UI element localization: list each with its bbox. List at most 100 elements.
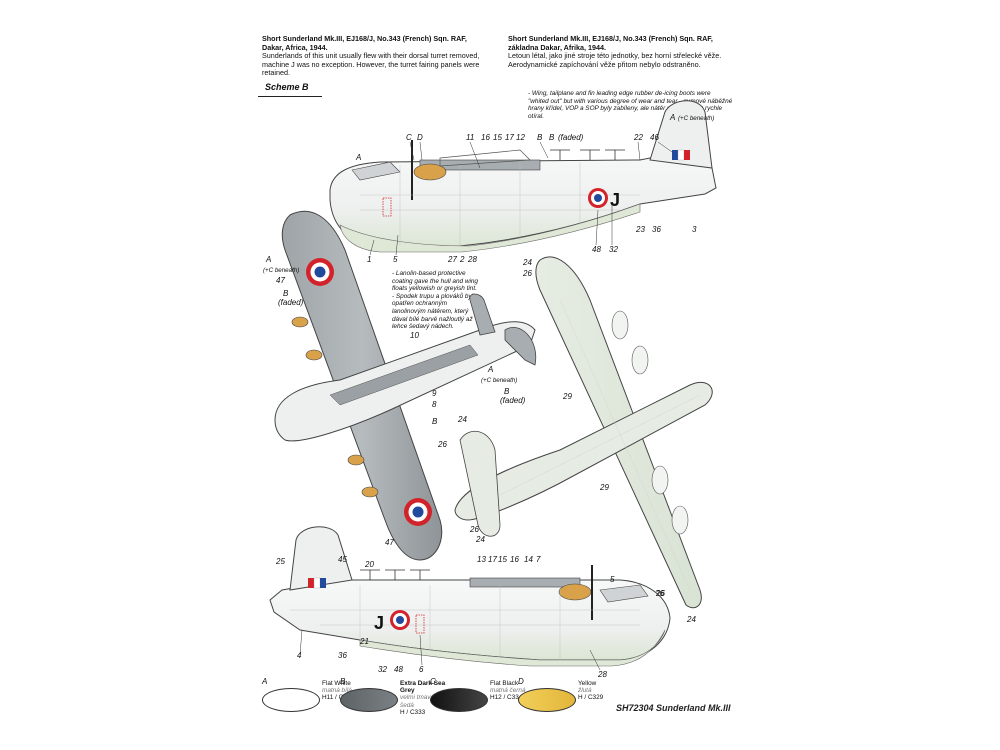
svg-text:32: 32 <box>609 245 618 254</box>
legend-cz-a: matná bílá <box>322 687 352 695</box>
swatch-c <box>430 688 488 712</box>
svg-text:46: 46 <box>650 133 659 142</box>
svg-text:24: 24 <box>522 258 532 267</box>
svg-text:(faded): (faded) <box>558 133 584 142</box>
legend-key-c: C <box>430 677 436 686</box>
svg-text:13: 13 <box>477 555 486 564</box>
scheme-label: Scheme B <box>265 82 309 92</box>
svg-text:(+C beneath): (+C beneath) <box>263 267 299 274</box>
svg-text:B: B <box>283 289 289 298</box>
svg-text:47: 47 <box>276 276 285 285</box>
svg-text:2: 2 <box>459 255 465 264</box>
caption-english-title: Short Sunderland Mk.III, EJ168/J, No.343… <box>262 34 467 52</box>
svg-text:15: 15 <box>493 133 502 142</box>
svg-text:26: 26 <box>522 269 532 278</box>
svg-text:1: 1 <box>367 255 371 264</box>
svg-text:27: 27 <box>447 255 457 264</box>
svg-text:B: B <box>432 417 438 426</box>
svg-text:21: 21 <box>359 637 369 646</box>
svg-text:36: 36 <box>652 225 661 234</box>
svg-text:28: 28 <box>467 255 477 264</box>
svg-text:A: A <box>487 365 493 374</box>
legend-name-a: Flat White <box>322 680 351 687</box>
legend-code-d: H / C329 <box>578 694 604 702</box>
legend-key-a: A <box>262 677 268 686</box>
legend-key-b: B <box>340 677 346 686</box>
svg-text:5: 5 <box>393 255 398 264</box>
svg-text:25: 25 <box>275 557 285 566</box>
legend-cz-b: velmi tmavá mořská šedá <box>400 694 457 709</box>
scheme-underline <box>258 96 322 97</box>
svg-text:8: 8 <box>432 400 437 409</box>
svg-text:45: 45 <box>338 555 347 564</box>
svg-text:24: 24 <box>475 535 485 544</box>
side-view-upper: J <box>329 100 717 253</box>
svg-text:24: 24 <box>457 415 467 424</box>
note-deicing-boots: - Wing, tailplane and fin leading edge r… <box>528 90 733 120</box>
swatch-b <box>340 688 398 712</box>
svg-text:9: 9 <box>432 389 437 398</box>
upper-side-labels: C D A 11 16 15 17 12 B B (faded) 22 46 A… <box>355 113 714 264</box>
caption-english: Short Sunderland Mk.III, EJ168/J, No.343… <box>262 34 482 78</box>
legend-code-b: H / C333 <box>400 708 426 716</box>
caption-english-body: Sunderlands of this unit usually flew wi… <box>262 51 480 78</box>
svg-text:17: 17 <box>505 133 514 142</box>
svg-text:32: 32 <box>378 665 387 674</box>
fin-flash-white <box>677 149 685 161</box>
kit-reference: SH72304 Sunderland Mk.III <box>616 703 731 713</box>
engine-cowling <box>413 163 447 181</box>
leader-lines <box>299 141 673 671</box>
svg-text:20: 20 <box>364 560 374 569</box>
svg-text:D: D <box>417 133 423 142</box>
legend-code-c: H12 / C33 <box>490 694 519 702</box>
side-view-lower: J <box>269 526 671 667</box>
svg-text:22: 22 <box>633 133 643 142</box>
svg-text:26: 26 <box>654 589 664 598</box>
svg-text:C: C <box>406 133 412 142</box>
svg-text:23: 23 <box>635 225 645 234</box>
lower-side-labels: 25 45 20 13 17 15 16 14 7 5 26 4 36 21 3… <box>275 555 665 679</box>
caption-czech: Short Sunderland Mk.III, EJ168/J, No.343… <box>508 34 738 69</box>
svg-text:(+C beneath): (+C beneath) <box>678 115 714 122</box>
legend-name-b: Extra Dark Sea Grey <box>400 680 446 695</box>
svg-text:5: 5 <box>610 575 615 584</box>
svg-text:11: 11 <box>466 133 474 142</box>
svg-text:47: 47 <box>385 538 394 547</box>
legend-key-d: D <box>518 677 524 686</box>
svg-text:3: 3 <box>692 225 697 234</box>
svg-text:48: 48 <box>592 245 601 254</box>
legend-name-c: Flat Black <box>490 680 519 687</box>
caption-czech-title: Short Sunderland Mk.III, EJ168/J, No.343… <box>508 34 713 52</box>
svg-text:(faded): (faded) <box>500 396 526 405</box>
svg-text:6: 6 <box>419 665 424 674</box>
svg-text:10: 10 <box>410 331 419 340</box>
svg-text:(+C beneath): (+C beneath) <box>481 377 517 384</box>
fin-flash-red <box>684 150 690 160</box>
svg-text:A: A <box>355 153 361 162</box>
svg-text:4: 4 <box>297 651 302 660</box>
caption-czech-body: Letoun létal, jako jiné stroje této jedn… <box>508 51 722 69</box>
svg-text:A: A <box>669 113 675 122</box>
svg-text:26: 26 <box>469 525 479 534</box>
legend-name-d: Yellow <box>578 680 597 687</box>
svg-text:7: 7 <box>536 555 541 564</box>
swatch-a <box>262 688 320 712</box>
svg-text:17: 17 <box>488 555 497 564</box>
svg-text:12: 12 <box>516 133 525 142</box>
svg-text:15: 15 <box>498 555 507 564</box>
svg-text:29: 29 <box>562 392 572 401</box>
plan-view-underside <box>454 256 713 609</box>
svg-text:48: 48 <box>394 665 403 674</box>
code-letter-upper: J <box>610 190 620 210</box>
svg-text:29: 29 <box>599 483 609 492</box>
legend-cz-d: žlutá <box>578 687 592 695</box>
legend-code-a: H11 / C62 <box>322 694 351 702</box>
svg-text:A: A <box>265 255 271 264</box>
svg-text:16: 16 <box>510 555 519 564</box>
note-lanolin-coating: - Lanolin-based protective coating gave … <box>392 270 478 331</box>
legend-cz-c: matná černá <box>490 687 526 695</box>
svg-text:26: 26 <box>437 440 447 449</box>
svg-text:28: 28 <box>597 670 607 679</box>
